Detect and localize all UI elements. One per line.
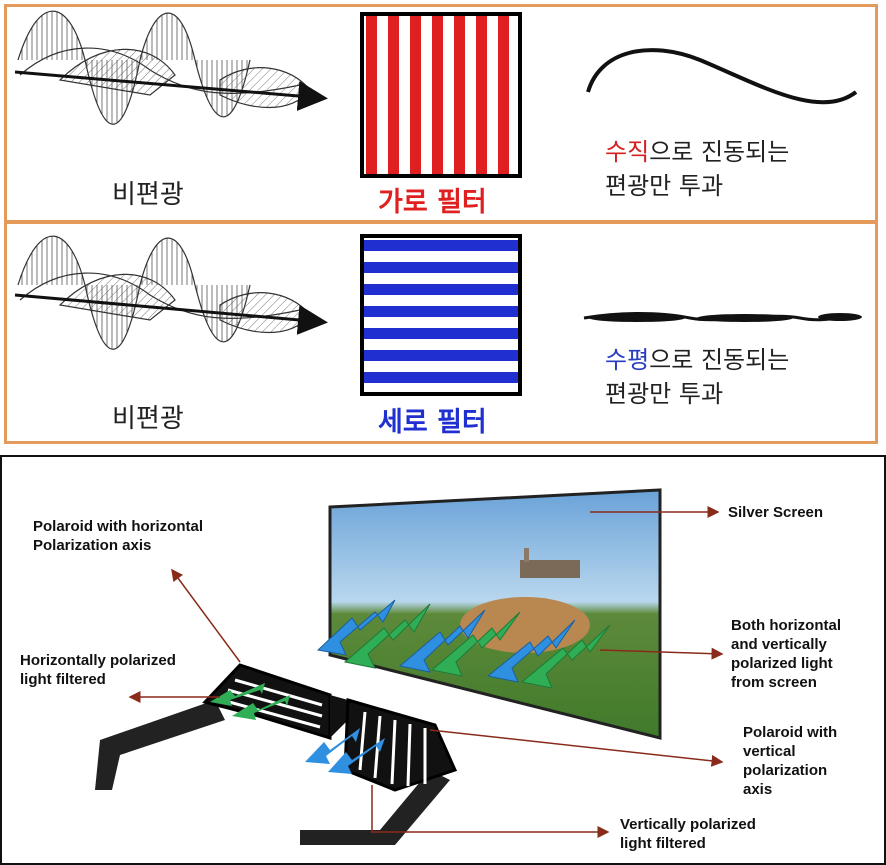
vertical-filter-label: 세로 필터 (378, 407, 487, 438)
row2-description: 수평으로 진동되는 편광만 투과 (605, 343, 789, 411)
top-illustrations (14, 10, 862, 396)
both-polarized-line-1: Both horizontal (731, 617, 841, 634)
horizontally-filtered-label: Horizontally polarized light filtered (20, 651, 176, 689)
unpolarized-wave-2 (14, 235, 328, 350)
both-polarized-line-4: from screen (731, 674, 817, 691)
row2-desc-line2: 편광만 투과 (605, 380, 724, 408)
polaroid-vertical-line-2: vertical (743, 743, 796, 760)
vertical-polarized-wave (586, 48, 858, 105)
screen-light-arrows (316, 599, 611, 689)
panel-divider (4, 220, 878, 224)
horizontally-filtered-line-2: light filtered (20, 671, 106, 688)
polarized-glasses (95, 663, 458, 845)
unpolarized-wave-1 (14, 10, 328, 125)
annotation-pointers (128, 506, 724, 838)
polaroid-horizontal-line-1: Polaroid with horizontal (33, 518, 203, 535)
polaroid-vertical-line-4: axis (743, 781, 773, 798)
vertically-filtered-line-1: Vertically polarized (620, 816, 756, 833)
polaroid-vertical-line-3: polarization (743, 762, 828, 779)
row1-description: 수직으로 진동되는 편광만 투과 (605, 135, 789, 203)
unpolarized-label-2: 비편광 (112, 404, 184, 434)
both-polarized-label: Both horizontal and vertically polarized… (731, 616, 841, 692)
horizontal-filter-box (360, 12, 522, 178)
row2-highlight: 수평 (605, 346, 650, 374)
polaroid-horizontal-label: Polaroid with horizontal Polarization ax… (33, 517, 203, 555)
row1-highlight: 수직 (605, 138, 650, 166)
horizontal-filter-label: 가로 필터 (378, 187, 487, 218)
unpolarized-label-1: 비편광 (112, 180, 184, 210)
polaroid-vertical-line-1: Polaroid with (743, 724, 838, 741)
both-polarized-line-3: polarized light (731, 655, 833, 672)
vertically-filtered-line-2: light filtered (620, 835, 706, 852)
vertically-filtered-label: Vertically polarized light filtered (620, 815, 756, 853)
row1-desc-line2: 편광만 투과 (605, 172, 724, 200)
horizontal-polarized-wave (583, 312, 862, 322)
row2-desc-rest: 으로 진동되는 (649, 346, 790, 374)
row1-desc-rest: 으로 진동되는 (649, 138, 790, 166)
lens-light-arrows (210, 683, 385, 774)
horizontally-filtered-line-1: Horizontally polarized (20, 652, 176, 669)
polaroid-horizontal-line-2: Polarization axis (33, 537, 152, 554)
vertical-filter-box (360, 234, 522, 396)
silver-screen-label: Silver Screen (728, 504, 824, 521)
both-polarized-line-2: and vertically (731, 636, 827, 653)
polaroid-vertical-label: Polaroid with vertical polarization axis (743, 723, 837, 799)
